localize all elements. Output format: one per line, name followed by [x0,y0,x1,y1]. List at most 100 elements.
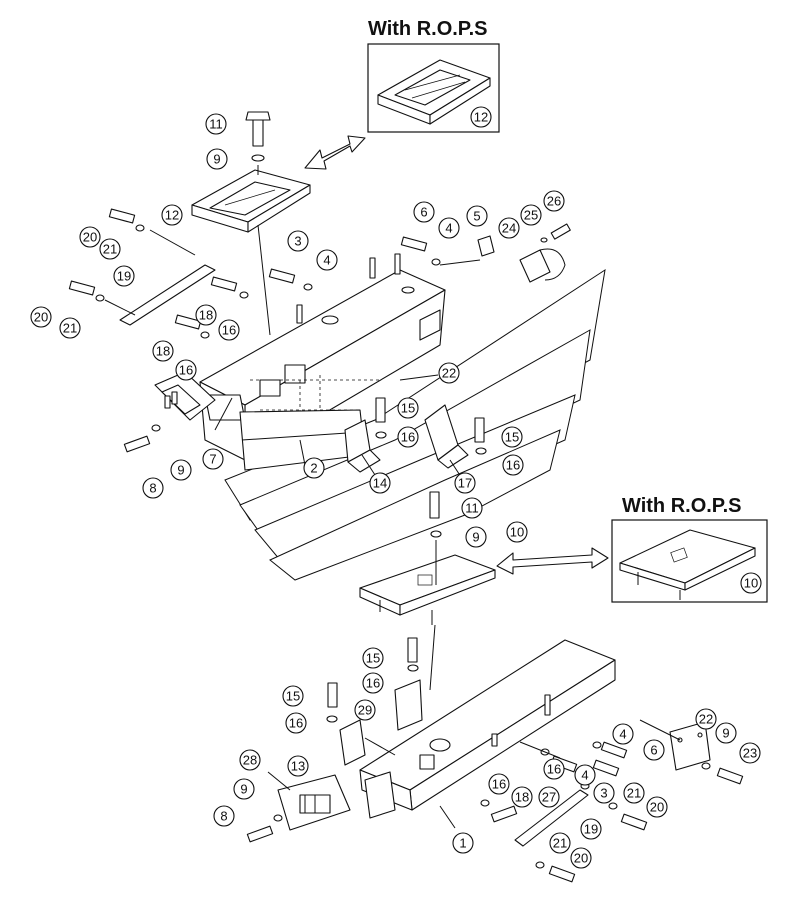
svg-text:12: 12 [474,110,488,125]
callout-9: 9 [206,148,228,170]
callout-5: 5 [466,205,488,227]
callout-22: 22 [695,708,717,730]
svg-text:9: 9 [240,782,247,797]
svg-text:9: 9 [213,152,220,167]
side-plate [669,721,711,771]
lower-frame [339,639,616,819]
callout-9: 9 [715,722,737,744]
callout-16: 16 [397,426,419,448]
svg-text:9: 9 [472,530,479,545]
svg-text:16: 16 [401,430,415,445]
leader-lines [104,224,681,829]
callout-16: 16 [502,454,524,476]
upper-frame [199,253,446,471]
svg-text:14: 14 [373,476,387,491]
svg-text:18: 18 [515,790,529,805]
rops-inset-right: With R.O.P.S [611,495,768,603]
svg-text:22: 22 [442,366,456,381]
svg-text:10: 10 [744,576,758,591]
middle-plate [359,554,496,625]
swap-arrow-top [304,135,366,170]
lower-hitch [277,774,351,831]
svg-text:11: 11 [465,501,479,516]
callout-15: 15 [501,426,523,448]
callout-3: 3 [593,782,615,804]
svg-text:15: 15 [286,689,300,704]
svg-text:10: 10 [510,525,524,540]
svg-text:23: 23 [743,746,757,761]
callout-2: 2 [303,457,325,479]
brace-lower [514,789,589,847]
callout-26: 26 [543,190,565,212]
callout-18: 18 [195,304,217,326]
callout-14: 14 [369,472,391,494]
svg-text:24: 24 [502,221,516,236]
svg-text:20: 20 [650,800,664,815]
svg-text:4: 4 [619,727,626,742]
svg-text:21: 21 [103,242,117,257]
callout-4: 4 [574,764,596,786]
svg-text:16: 16 [506,458,520,473]
bracket-14 [344,419,381,473]
callout-9: 9 [465,526,487,548]
callout-15: 15 [282,685,304,707]
svg-text:16: 16 [492,777,506,792]
svg-text:15: 15 [401,401,415,416]
svg-text:18: 18 [156,344,170,359]
svg-text:27: 27 [542,790,556,805]
callout-20: 20 [30,306,52,328]
callout-labels: 1 2 3 3 4 4 4 4 5 6 6 7 8 8 9 9 9 9 9 10… [30,106,762,869]
callout-15: 15 [362,647,384,669]
callout-20: 20 [570,847,592,869]
callout-15: 15 [397,397,419,419]
callout-28: 28 [239,749,261,771]
callout-21: 21 [623,782,645,804]
callout-16: 16 [362,672,384,694]
svg-text:16: 16 [547,762,561,777]
svg-text:7: 7 [209,452,216,467]
svg-text:4: 4 [581,768,588,783]
svg-text:20: 20 [34,310,48,325]
callout-21: 21 [59,317,81,339]
svg-text:13: 13 [291,759,305,774]
svg-text:20: 20 [83,230,97,245]
front-hitch [154,371,216,421]
callout-9: 9 [233,778,255,800]
callout-17: 17 [454,472,476,494]
callout-27: 27 [538,786,560,808]
svg-text:21: 21 [553,836,567,851]
svg-text:21: 21 [63,321,77,336]
callout-19: 19 [113,265,135,287]
svg-text:3: 3 [600,786,607,801]
callout-8: 8 [142,477,164,499]
svg-text:6: 6 [420,205,427,220]
callout-16: 16 [543,758,565,780]
callout-4: 4 [438,217,460,239]
callout-13: 13 [287,755,309,777]
svg-text:16: 16 [289,716,303,731]
svg-text:3: 3 [294,234,301,249]
callout-20: 20 [79,226,101,248]
callout-4: 4 [316,249,338,271]
svg-text:28: 28 [243,753,257,768]
callout-16: 16 [175,359,197,381]
callout-6: 6 [643,739,665,761]
fasteners [68,208,744,883]
svg-text:12: 12 [165,208,179,223]
svg-text:22: 22 [699,712,713,727]
upper-bracket [191,111,311,233]
swap-arrow-right [496,547,609,575]
inset-title: With R.O.P.S [368,18,487,40]
svg-text:29: 29 [358,703,372,718]
svg-text:8: 8 [220,809,227,824]
callout-16: 16 [488,773,510,795]
svg-text:26: 26 [547,194,561,209]
svg-text:4: 4 [445,221,452,236]
callout-21: 21 [549,832,571,854]
svg-text:15: 15 [505,430,519,445]
callout-4: 4 [612,723,634,745]
callout-3: 3 [287,230,309,252]
callout-16: 16 [218,319,240,341]
callout-18: 18 [152,340,174,362]
